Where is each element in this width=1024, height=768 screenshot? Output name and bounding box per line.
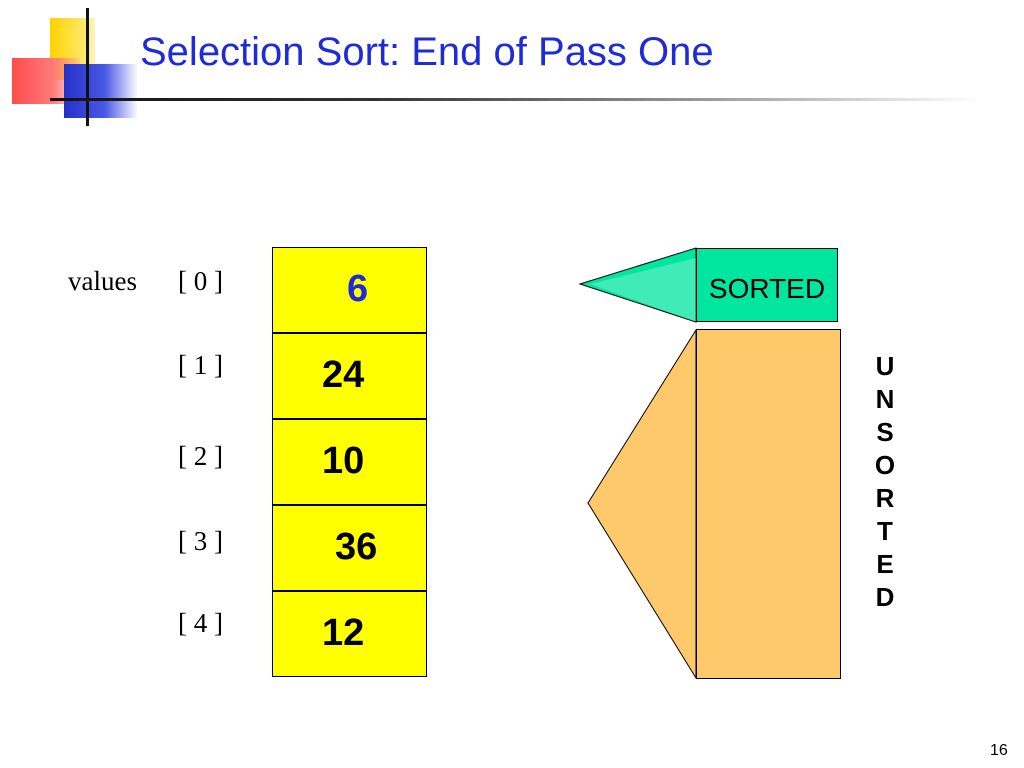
cell-value-4: 12 — [322, 612, 365, 654]
index-label-4: [ 4 ] — [178, 608, 223, 638]
cell-value-3: 36 — [335, 526, 378, 568]
unsorted-letter-4: R — [875, 483, 895, 513]
logo-vertical-line — [86, 8, 89, 126]
unsorted-letter-6: E — [876, 549, 894, 579]
array-cell-1: 24 — [272, 333, 427, 419]
cell-value-2: 10 — [322, 440, 365, 482]
unsorted-letter-7: D — [875, 582, 895, 612]
index-label-2: [ 2 ] — [178, 441, 223, 471]
array-cell-0: 6 — [272, 247, 427, 333]
cell-value-0: 6 — [347, 268, 369, 310]
sorted-label: SORTED — [708, 273, 826, 304]
unsorted-region-box — [696, 329, 841, 679]
unsorted-letter-5: T — [877, 516, 893, 546]
unsorted-label: U N S O R T E D — [870, 350, 900, 614]
array-cell-2: 10 — [272, 419, 427, 505]
page-number: 16 — [990, 742, 1008, 759]
cell-value-1: 24 — [322, 354, 365, 396]
array-cell-4: 12 — [272, 591, 427, 677]
unsorted-letter-2: S — [876, 417, 894, 447]
unsorted-letter-0: U — [875, 351, 895, 381]
unsorted-pointer-shape — [587, 328, 697, 680]
index-label-0: [ 0 ] — [178, 266, 223, 296]
index-label-1: [ 1 ] — [178, 350, 223, 380]
slide-title: Selection Sort: End of Pass One — [140, 30, 714, 74]
sorted-pointer-highlight — [590, 258, 696, 322]
array-cell-3: 36 — [272, 505, 427, 591]
unsorted-letter-3: O — [874, 450, 896, 480]
unsorted-letter-1: N — [875, 384, 895, 414]
title-underline — [50, 98, 980, 101]
array-name-label: values — [68, 266, 137, 296]
sorted-region-box: SORTED — [696, 248, 838, 322]
logo-blue-square — [64, 64, 138, 118]
index-label-3: [ 3 ] — [178, 526, 223, 556]
